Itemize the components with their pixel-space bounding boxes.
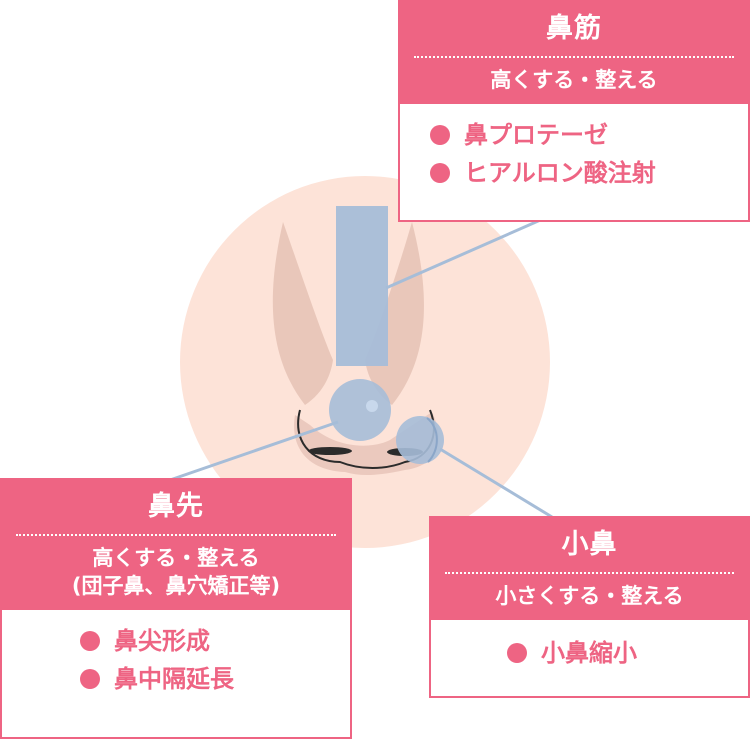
tip-marker-highlight xyxy=(366,400,378,412)
list-item: ヒアルロン酸注射 xyxy=(430,158,748,188)
bridge-item-hyaluronic: ヒアルロン酸注射 xyxy=(464,159,656,187)
tip-item-septal-extension: 鼻中隔延長 xyxy=(114,665,234,693)
tip-marker xyxy=(329,379,391,441)
bridge-card-header: 鼻筋 高くする・整える xyxy=(400,2,748,104)
bullet-dot xyxy=(507,643,527,663)
tip-divider xyxy=(16,534,336,536)
list-item: 小鼻縮小 xyxy=(507,638,748,668)
bridge-divider xyxy=(414,56,734,58)
tip-treatment-list: 鼻尖形成 鼻中隔延長 xyxy=(2,610,350,710)
bridge-title: 鼻筋 xyxy=(546,13,602,44)
ala-marker xyxy=(396,416,444,464)
list-item: 鼻プロテーゼ xyxy=(430,120,748,150)
bridge-treatment-list: 鼻プロテーゼ ヒアルロン酸注射 xyxy=(400,104,748,204)
nose-left-side xyxy=(272,222,333,405)
ala-subtitle: 小さくする・整える xyxy=(495,584,684,608)
bridge-card: 鼻筋 高くする・整える 鼻プロテーゼ ヒアルロン酸注射 xyxy=(398,0,750,222)
ala-card-header: 小鼻 小さくする・整える xyxy=(431,518,748,620)
bullet-dot xyxy=(430,163,450,183)
tip-card: 鼻先 高くする・整える (団子鼻、鼻穴矯正等) 鼻尖形成 鼻中隔延長 xyxy=(0,478,352,739)
bullet-dot xyxy=(80,669,100,689)
bridge-leader-line xyxy=(385,216,546,290)
tip-item-tip-plasty: 鼻尖形成 xyxy=(114,627,210,655)
tip-subtitle: 高くする・整える xyxy=(92,546,260,570)
bridge-marker xyxy=(336,206,388,366)
ala-treatment-list: 小鼻縮小 xyxy=(431,620,748,684)
ala-divider xyxy=(445,572,734,574)
tip-card-header: 鼻先 高くする・整える (団子鼻、鼻穴矯正等) xyxy=(2,480,350,610)
bridge-subtitle: 高くする・整える xyxy=(490,68,658,92)
tip-subtitle-detail: (団子鼻、鼻穴矯正等) xyxy=(71,574,281,598)
bridge-item-prosthesis: 鼻プロテーゼ xyxy=(464,121,608,149)
bullet-dot xyxy=(430,125,450,145)
ala-marker-edge xyxy=(426,417,438,463)
left-nostril xyxy=(308,447,352,455)
tip-title: 鼻先 xyxy=(148,491,204,522)
tip-leader-line xyxy=(169,420,339,482)
ala-leader-line xyxy=(439,447,553,519)
ala-title: 小鼻 xyxy=(561,529,618,560)
nose-base xyxy=(294,412,439,476)
bullet-dot xyxy=(80,631,100,651)
list-item: 鼻中隔延長 xyxy=(80,664,350,694)
ala-card: 小鼻 小さくする・整える 小鼻縮小 xyxy=(429,516,750,698)
list-item: 鼻尖形成 xyxy=(80,626,350,656)
ala-item-alar-reduction: 小鼻縮小 xyxy=(541,639,637,667)
